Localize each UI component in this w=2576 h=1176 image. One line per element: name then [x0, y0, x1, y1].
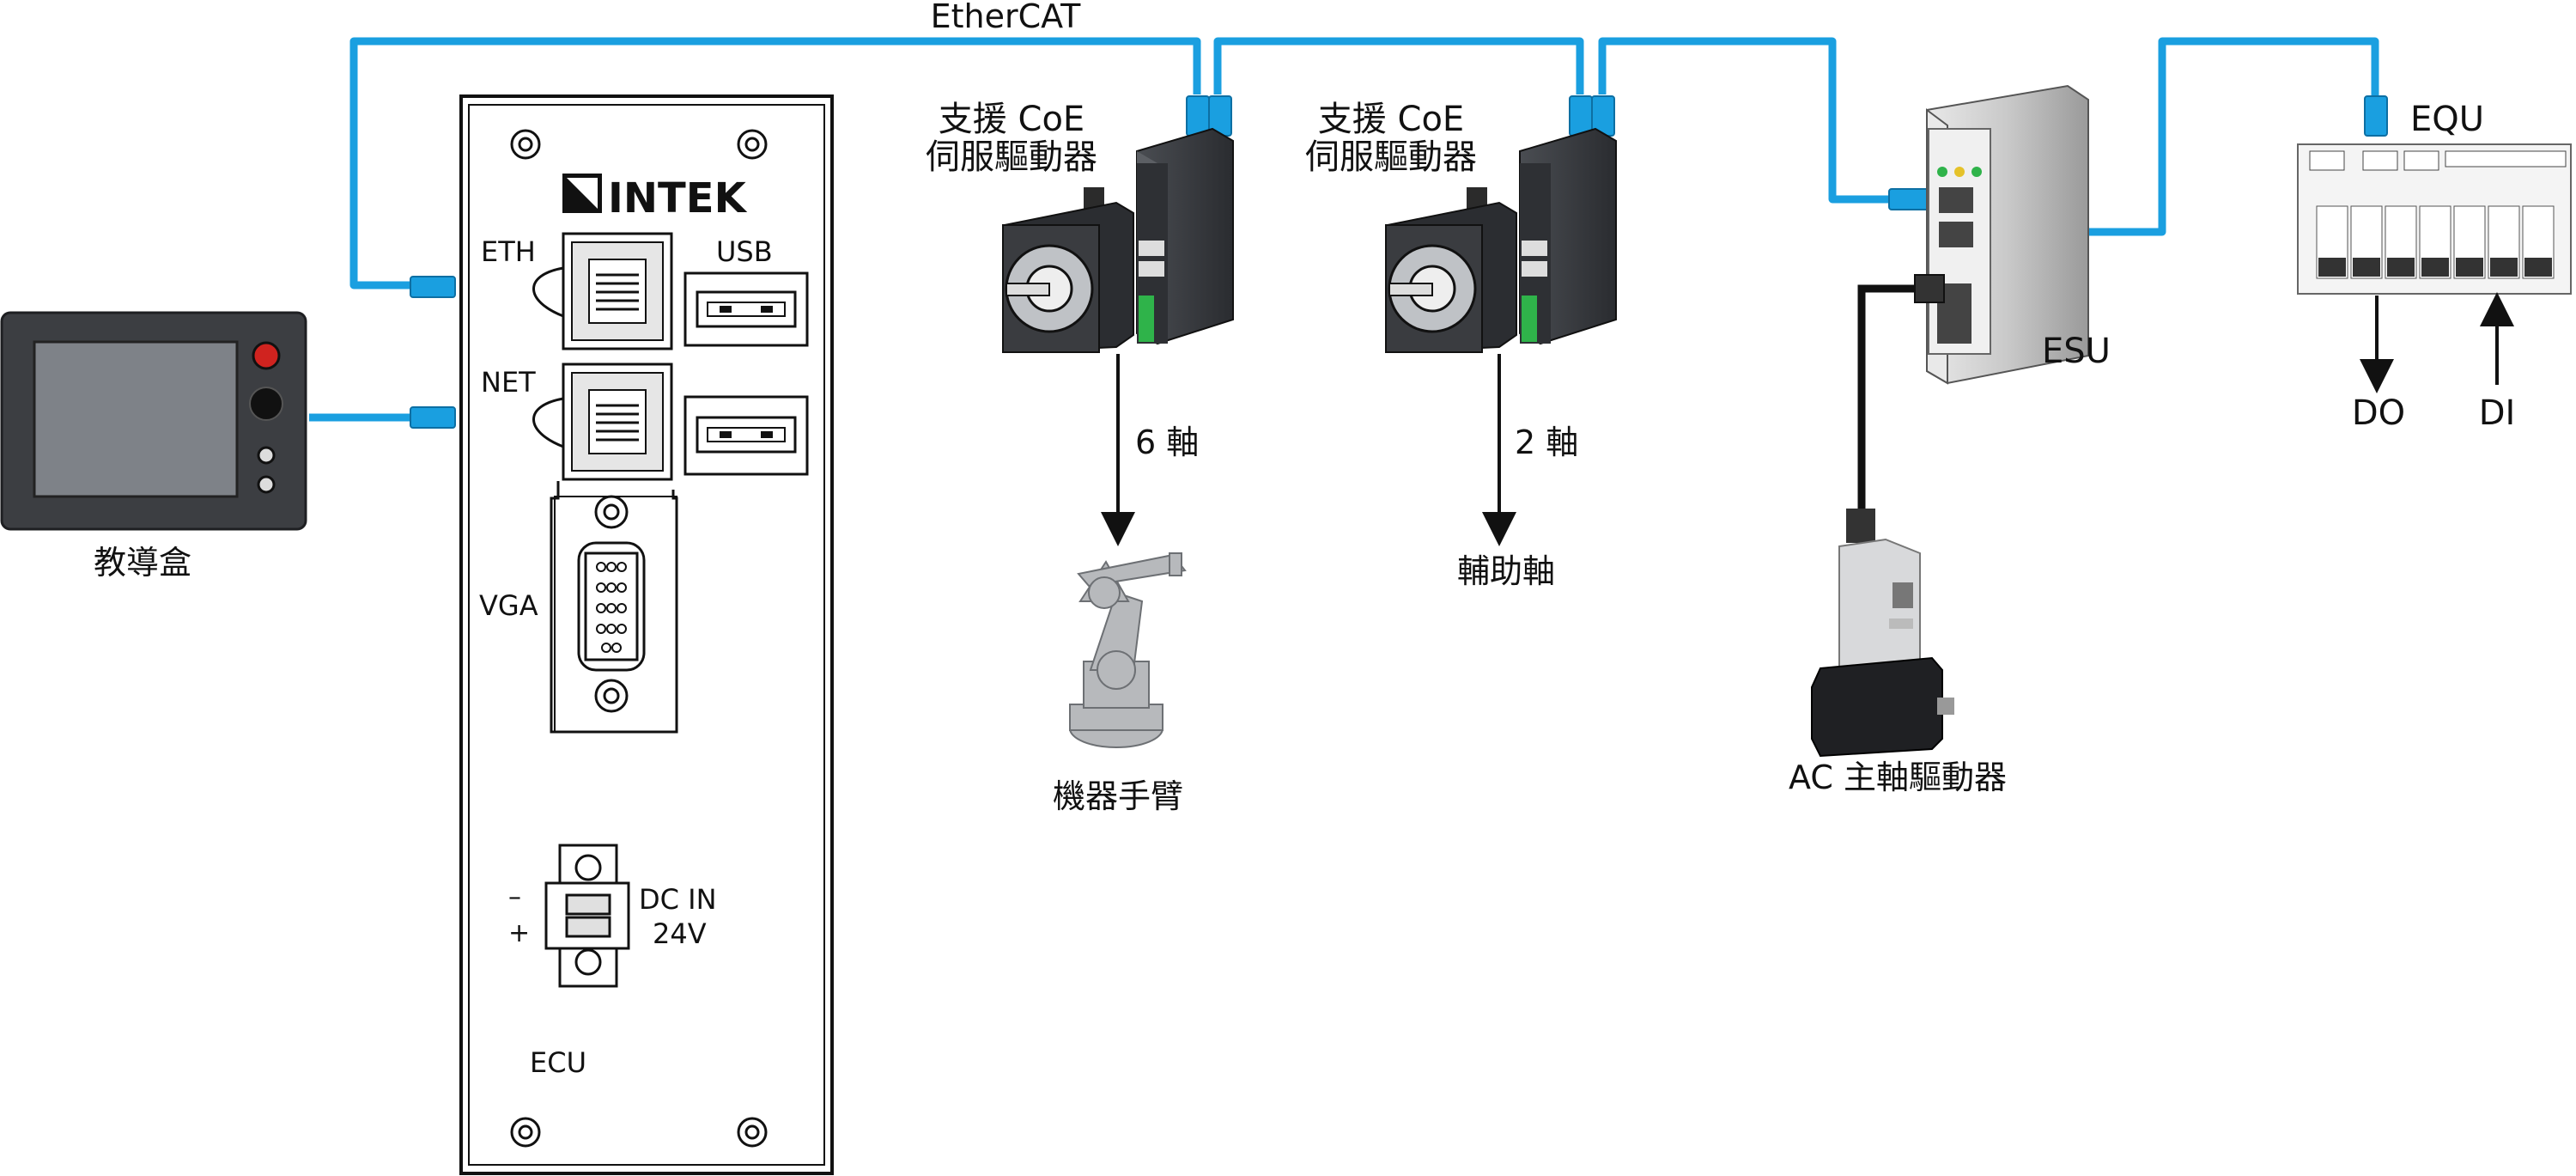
cable-servo2-to-esu — [1598, 37, 1902, 204]
cable-ecu-to-servo1 — [349, 37, 1201, 289]
eth-port — [532, 232, 673, 350]
esu-label: ESU — [2042, 332, 2111, 371]
robot-arm-label: 機器手臂 — [1053, 777, 1183, 815]
ac-spindle-drive — [1811, 509, 1954, 758]
teach-pendant-label: 教導盒 — [94, 544, 191, 582]
servo1-title-line1: 支援 CoE — [939, 100, 1084, 139]
dc-voltage-label: 24V — [653, 917, 707, 950]
servo1-title-line2: 伺服驅動器 — [926, 137, 1097, 177]
servo1-drive-box — [1136, 127, 1234, 345]
usb-port-2 — [683, 395, 809, 476]
dc-in-label: DC IN — [639, 883, 717, 916]
equ-board — [2297, 143, 2572, 295]
vga-port — [577, 495, 646, 713]
servo2-motor — [1385, 187, 1517, 354]
servo2-title-line2: 伺服驅動器 — [1305, 137, 1477, 177]
eth-port-label: ETH — [481, 235, 536, 268]
servo-drive-1: 支援 CoE 伺服驅動器 6 軸 — [926, 100, 1234, 815]
net-port-label: NET — [481, 366, 536, 399]
esu-module — [1857, 84, 2089, 509]
servo1-motor — [1002, 187, 1134, 354]
dc-in-connector — [544, 844, 630, 988]
ecu-unit: INTEK ETH USB NET — [459, 94, 834, 1175]
ethercat-label: EtherCAT — [931, 0, 1082, 35]
servo2-drive-box — [1519, 127, 1617, 345]
pendant-knob — [249, 387, 283, 421]
servo-drive-2: 支援 CoE 伺服驅動器 2 軸 輔助軸 — [1305, 100, 1617, 590]
pendant-led-1 — [257, 446, 276, 465]
cable-esu-to-equ — [1966, 37, 2379, 236]
dc-plus-label: + — [508, 918, 530, 948]
pendant-screen — [33, 340, 239, 498]
di-label: DI — [2479, 393, 2516, 433]
intek-logo-mark — [562, 174, 602, 213]
robot-arm-icon — [1069, 552, 1187, 748]
ecu-brand: INTEK — [608, 174, 748, 222]
usb-port-label: USB — [716, 235, 773, 268]
servo1-axis-label: 6 軸 — [1135, 423, 1199, 461]
ac-spindle-label: AC 主軸驅動器 — [1789, 759, 2007, 796]
equ-label: EQU — [2410, 100, 2484, 139]
usb-port-1 — [683, 271, 809, 347]
ecu-name-label: ECU — [530, 1046, 586, 1079]
ethercat-cables — [309, 37, 2379, 422]
vga-port-label: VGA — [479, 589, 538, 622]
servo2-title-line1: 支援 CoE — [1318, 100, 1464, 139]
emergency-stop-button — [252, 341, 281, 370]
do-label: DO — [2352, 393, 2405, 433]
aux-axis-label: 輔助軸 — [1457, 552, 1555, 590]
cable-servo1-to-servo2 — [1213, 37, 1584, 94]
dc-minus-label: – — [508, 882, 521, 912]
net-port — [532, 363, 673, 481]
servo2-axis-label: 2 軸 — [1515, 423, 1578, 461]
teach-pendant — [0, 311, 307, 531]
ecu-screws — [510, 129, 768, 1148]
pendant-led-2 — [257, 475, 276, 494]
